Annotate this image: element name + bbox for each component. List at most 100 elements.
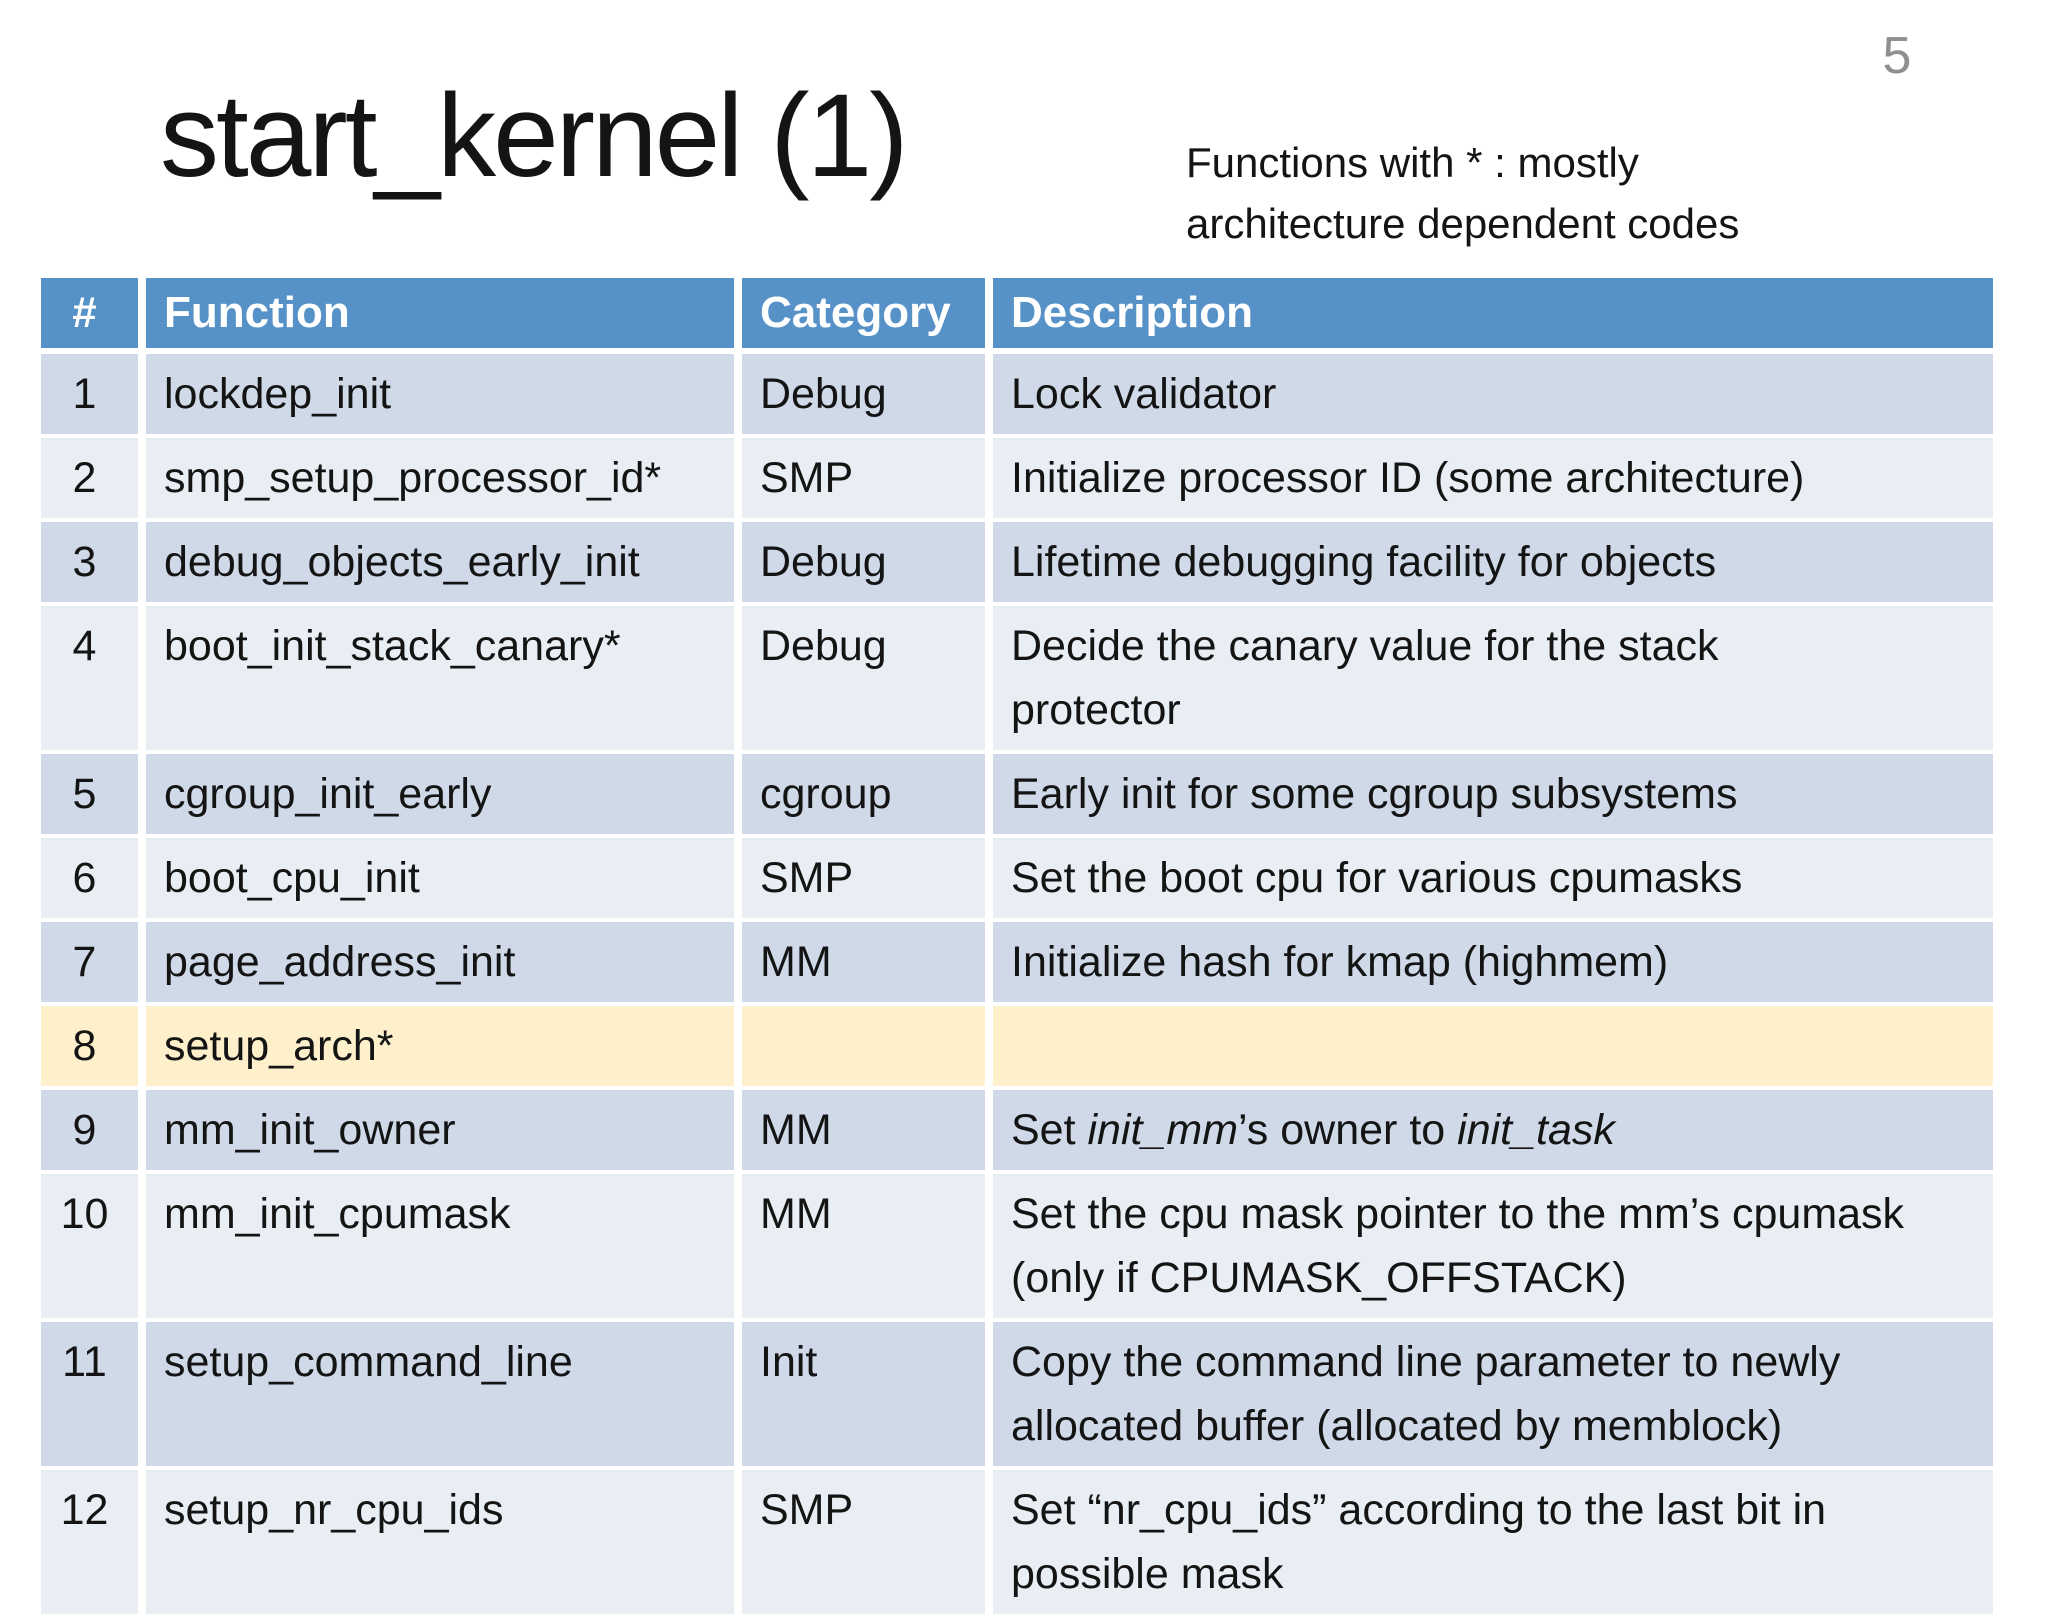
description-cell: Set the cpu mask pointer to the mm’s cpu…: [993, 1174, 1993, 1318]
text-segment: 7: [72, 938, 97, 986]
table-header-row: # Function Category Description: [41, 278, 1993, 348]
text-segment: Init: [760, 1338, 818, 1386]
description-cell: [993, 1006, 1993, 1086]
function-cell: cgroup_init_early: [146, 754, 734, 834]
description-cell: Lifetime debugging facility for objects: [993, 522, 1993, 602]
category-cell: MM: [742, 922, 985, 1002]
row-number-cell: 8: [41, 1006, 138, 1086]
text-segment: mm_init_owner: [164, 1106, 456, 1154]
table-row: 3 debug_objects_early_init Debug Lifetime d…: [41, 522, 1993, 602]
text-segment: 4: [72, 622, 97, 670]
category-cell: SMP: [742, 838, 985, 918]
text-segment: Set the cpu mask pointer to the mm’s cpu…: [1011, 1190, 1905, 1238]
function-cell: debug_objects_early_init: [146, 522, 734, 602]
row-number-cell: 5: [41, 754, 138, 834]
header-num: #: [41, 278, 138, 348]
text-segment: 5: [72, 770, 97, 818]
row-number-cell: 10: [41, 1174, 138, 1318]
description-cell: Initialize processor ID (some architectu…: [993, 438, 1993, 518]
text-segment: Debug: [760, 370, 887, 418]
slide: { "page": { "number": "5" }, "title": "s…: [41, 27, 1993, 1614]
category-cell: Init: [742, 1322, 985, 1466]
category-cell: [742, 1006, 985, 1086]
row-number-cell: 9: [41, 1090, 138, 1170]
text-segment: Set “nr_cpu_ids” according to the last b…: [1011, 1486, 1827, 1534]
text-segment: Set: [1011, 1106, 1088, 1154]
function-cell: mm_init_cpumask: [146, 1174, 734, 1318]
text-segment: Early init for some cgroup subsystems: [1011, 770, 1738, 818]
row-number-cell: 4: [41, 606, 138, 750]
row-number-cell: 12: [41, 1470, 138, 1614]
italic-text: init_task: [1457, 1106, 1615, 1154]
table-row: 10 mm_init_cpumask MM Set the cpu mask poin…: [41, 1174, 1993, 1318]
description-cell: Lock validator: [993, 354, 1993, 434]
text-segment: Copy the command line parameter to newly: [1011, 1338, 1841, 1386]
text-segment: MM: [760, 1190, 832, 1238]
text-segment: 12: [60, 1486, 109, 1534]
header-function: Function: [146, 278, 734, 348]
row-number-cell: 11: [41, 1322, 138, 1466]
category-cell: MM: [742, 1090, 985, 1170]
text-segment: setup_command_line: [164, 1338, 573, 1386]
category-cell: cgroup: [742, 754, 985, 834]
function-table: # Function Category Description 1 lockdep…: [41, 278, 1993, 1618]
row-number-cell: 6: [41, 838, 138, 918]
category-cell: Debug: [742, 354, 985, 434]
text-segment: boot_cpu_init: [164, 854, 420, 902]
text-segment: SMP: [760, 1486, 854, 1534]
slide-title: start_kernel (1): [160, 70, 909, 202]
function-cell: smp_setup_processor_id*: [146, 438, 734, 518]
text-segment: Initialize hash for kmap (highmem): [1011, 938, 1669, 986]
text-segment: Initialize processor ID (some architectu…: [1011, 454, 1805, 502]
text-segment: Set the boot cpu for various cpumasks: [1011, 854, 1743, 902]
text-segment: lockdep_init: [164, 370, 392, 418]
table-row: 6 boot_cpu_init SMP Set the boot cpu for va…: [41, 838, 1993, 918]
text-segment: cgroup: [760, 770, 892, 818]
text-segment: Debug: [760, 538, 887, 586]
table-row: 7 page_address_init MM Initialize hash for …: [41, 922, 1993, 1002]
text-segment: setup_nr_cpu_ids: [164, 1486, 504, 1534]
text-segment: MM: [760, 938, 832, 986]
category-cell: MM: [742, 1174, 985, 1318]
asterisk-note-line1: Functions with * : mostly: [1186, 139, 1639, 186]
page-number: 5: [1882, 27, 1912, 85]
function-cell: boot_cpu_init: [146, 838, 734, 918]
text-segment: possible mask: [1011, 1550, 1284, 1598]
description-cell: Set “nr_cpu_ids” according to the last b…: [993, 1470, 1993, 1614]
text-segment: (only if CPUMASK_OFFSTACK): [1011, 1254, 1627, 1302]
table-row: 5 cgroup_init_early cgroup Early init for s…: [41, 754, 1993, 834]
row-number-cell: 3: [41, 522, 138, 602]
row-number-cell: 2: [41, 438, 138, 518]
text-segment: Lifetime debugging facility for objects: [1011, 538, 1717, 586]
function-cell: page_address_init: [146, 922, 734, 1002]
asterisk-note: Functions with * : mostly architecture d…: [1186, 132, 1846, 254]
text-segment: mm_init_cpumask: [164, 1190, 511, 1238]
row-number-cell: 1: [41, 354, 138, 434]
function-cell: setup_command_line: [146, 1322, 734, 1466]
text-segment: Decide the canary value for the stack: [1011, 622, 1719, 670]
text-segment: Debug: [760, 622, 887, 670]
category-cell: Debug: [742, 606, 985, 750]
table-row: 11 setup_command_line Init Copy the command…: [41, 1322, 1993, 1466]
description-cell: Early init for some cgroup subsystems: [993, 754, 1993, 834]
table-row: 1 lockdep_init Debug Lock validator: [41, 354, 1993, 434]
row-number-cell: 7: [41, 922, 138, 1002]
category-cell: Debug: [742, 522, 985, 602]
text-segment: allocated buffer (allocated by memblock): [1011, 1402, 1783, 1450]
text-segment: debug_objects_early_init: [164, 538, 640, 586]
text-segment: Lock validator: [1011, 370, 1277, 418]
description-cell: Copy the command line parameter to newly…: [993, 1322, 1993, 1466]
table-row: 4 boot_init_stack_canary* Debug Decide the …: [41, 606, 1993, 750]
function-cell: boot_init_stack_canary*: [146, 606, 734, 750]
text-segment: SMP: [760, 854, 854, 902]
header-category: Category: [742, 278, 985, 348]
function-cell: lockdep_init: [146, 354, 734, 434]
table-row: 12 setup_nr_cpu_ids SMP Set “nr_cpu_ids” ac…: [41, 1470, 1993, 1614]
text-segment: page_address_init: [164, 938, 516, 986]
description-cell: Set the boot cpu for various cpumasks: [993, 838, 1993, 918]
category-cell: SMP: [742, 1470, 985, 1614]
